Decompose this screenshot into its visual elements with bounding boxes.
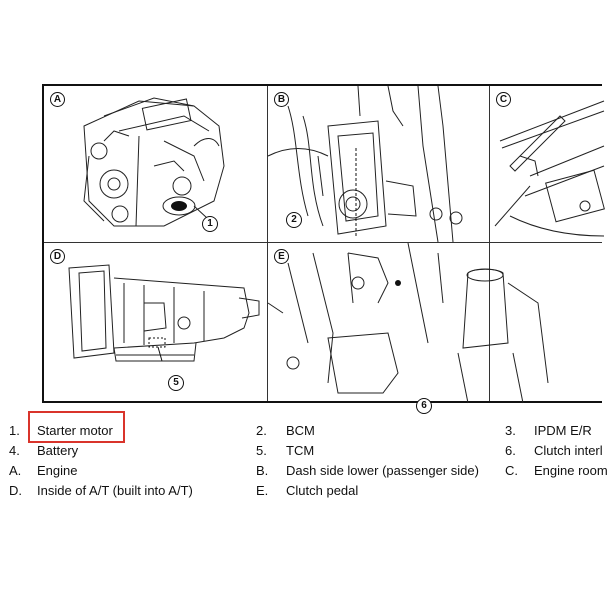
panel-engine-room: C	[490, 86, 605, 242]
legend-ipdm: IPDM E/R	[534, 423, 592, 438]
legend-engine: Engine	[37, 463, 78, 478]
panel-tag-d: D	[50, 249, 65, 264]
panel-tag-b: B	[274, 92, 289, 107]
legend-clutch-interlock: Clutch interl	[534, 443, 603, 458]
legend: 1. Starter motor 2. BCM 3. IPDM E/R 4. B…	[0, 420, 608, 510]
legend-inside-at: Inside of A/T (built into A/T)	[37, 483, 193, 498]
legend-starter-motor: Starter motor	[37, 423, 113, 438]
legend-dash-side-lower: Dash side lower (passenger side)	[286, 463, 479, 478]
legend-battery: Battery	[37, 443, 79, 458]
component-location-figure: A 1 B 2	[42, 84, 605, 414]
legend-clutch-pedal: Clutch pedal	[286, 483, 359, 498]
panel-divider	[44, 242, 602, 243]
legend-num: 5.	[256, 443, 267, 458]
panel-divider	[267, 86, 268, 401]
panel-dash-side-lower: B 2	[267, 85, 489, 243]
bcm-illustration	[267, 85, 463, 243]
clutch-pedal-illustration	[267, 242, 549, 404]
legend-tcm: TCM	[286, 443, 315, 458]
legend-letter: D.	[9, 483, 22, 498]
legend-letter: B.	[256, 463, 269, 478]
panel-inside-at: D 5	[44, 243, 267, 403]
legend-num: 4.	[9, 443, 20, 458]
legend-num: 2.	[256, 423, 267, 438]
panel-tag-e: E	[274, 249, 289, 264]
legend-num: 6.	[505, 443, 516, 458]
legend-bcm: BCM	[286, 423, 315, 438]
panel-engine: A 1	[44, 86, 267, 242]
ipdm-illustration	[494, 100, 605, 237]
panel-tag-a: A	[50, 92, 65, 107]
highlight-box	[28, 411, 125, 443]
callout-2: 2	[286, 212, 302, 228]
panel-divider	[489, 86, 490, 401]
callout-6: 6	[416, 398, 432, 414]
legend-num: 1.	[9, 423, 20, 438]
panel-clutch-pedal: E 6	[267, 242, 604, 414]
legend-engine-room: Engine room	[534, 463, 608, 478]
legend-num: 3.	[505, 423, 516, 438]
callout-1: 1	[202, 216, 218, 232]
legend-letter: E.	[256, 483, 269, 498]
callout-5: 5	[168, 375, 184, 391]
transmission-illustration	[68, 264, 260, 362]
legend-letter: A.	[9, 463, 22, 478]
legend-letter: C.	[505, 463, 518, 478]
engine-illustration	[83, 97, 225, 227]
panel-tag-c: C	[496, 92, 511, 107]
